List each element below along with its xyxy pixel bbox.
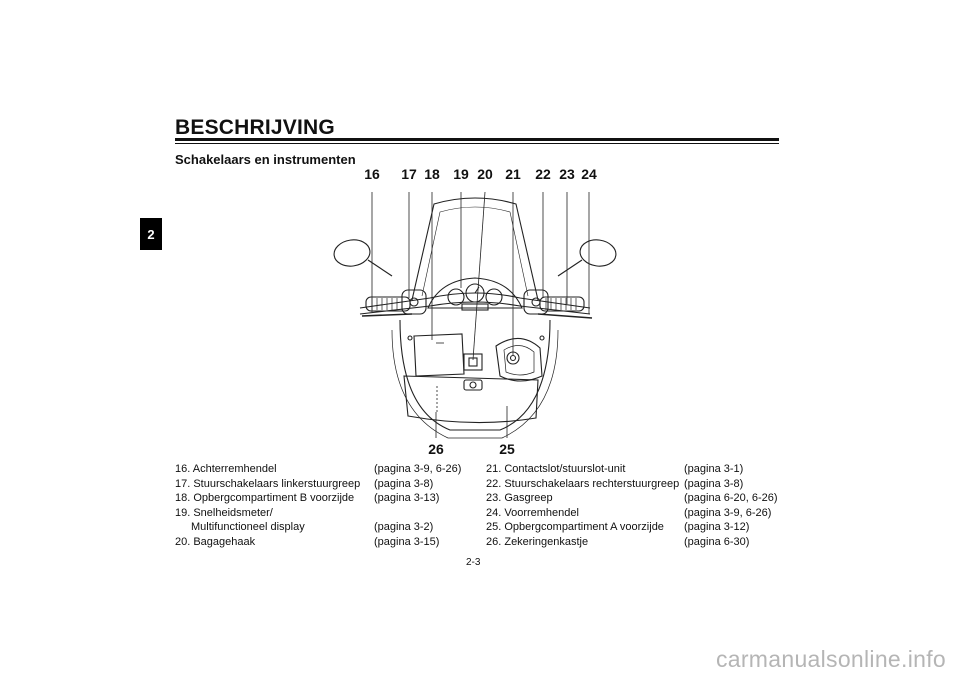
scooter-handlebar-illustration — [333, 191, 617, 439]
page-number: 2-3 — [466, 557, 481, 568]
callout-25: 25 — [499, 441, 515, 457]
legend-page-ref: (pagina 3-13) — [374, 492, 440, 505]
legend-item-22: 22. Stuurschakelaars rechterstuurgreep (p… — [486, 477, 778, 492]
legend-page-ref: (pagina 3-15) — [374, 535, 440, 548]
callout-21: 21 — [505, 166, 521, 182]
legend-label: 16. Achterremhendel — [175, 463, 277, 475]
callout-26: 26 — [428, 441, 444, 457]
legend-page-ref: (pagina 6-20, 6-26) — [684, 492, 778, 505]
legend-label: 23. Gasgreep — [486, 492, 553, 505]
watermark: carmanualsonline.info — [715, 646, 946, 672]
callout-18: 18 — [424, 166, 440, 182]
legend-item-20: 20. Bagagehaak (pagina 3-15) — [175, 535, 461, 550]
legend-page-ref: (pagina 3-9, 6-26) — [684, 506, 772, 519]
legend-page-ref: (pagina 3-12) — [684, 521, 750, 534]
callout-22: 22 — [535, 166, 551, 182]
legend-page-ref: (pagina 3-9, 6-26) — [374, 463, 462, 475]
section-subtitle: Schakelaars en instrumenten — [175, 152, 356, 167]
callout-20: 20 — [477, 166, 493, 182]
legend-page-ref: (pagina 3-1) — [684, 463, 744, 475]
legend-label: Multifunctioneel display — [191, 521, 305, 534]
legend-label: 25. Opbergcompartiment A voorzijde — [486, 521, 664, 534]
legend-label: 24. Voorremhendel — [486, 506, 579, 519]
legend-label: 20. Bagagehaak — [175, 535, 256, 548]
legend-item-26: 26. Zekeringenkastje (pagina 6-30) — [486, 535, 778, 550]
legend-label: 21. Contactslot/stuurslot-unit — [486, 463, 626, 475]
legend-page-ref: (pagina 6-30) — [684, 535, 750, 548]
legend-label: 26. Zekeringenkastje — [486, 535, 589, 548]
legend-item-19: 19. Snelheidsmeter/ — [175, 506, 461, 521]
legend-item-16: 16. Achterremhendel (pagina 3-9, 6-26) — [175, 462, 461, 477]
legend-item-25: 25. Opbergcompartiment A voorzijde (pagin… — [486, 520, 778, 535]
callout-23: 23 — [559, 166, 575, 182]
legend-page-ref: (pagina 3-2) — [374, 521, 434, 534]
header-rule-thin — [175, 143, 779, 144]
legend-item-19-cont: Multifunctioneel display (pagina 3-2) — [175, 520, 461, 535]
legend-left-column: 16. Achterremhendel (pagina 3-9, 6-26) 17… — [175, 462, 461, 550]
legend-label: 18. Opbergcompartiment B voorzijde — [175, 492, 355, 505]
section-title: BESCHRIJVING — [175, 116, 335, 139]
legend-label: 22. Stuurschakelaars rechterstuurgreep — [486, 477, 680, 490]
chapter-tab: 2 — [140, 218, 162, 250]
callout-16: 16 — [364, 166, 380, 182]
legend-item-21: 21. Contactslot/stuurslot-unit (pagina 3-… — [486, 462, 778, 477]
legend-item-23: 23. Gasgreep (pagina 6-20, 6-26) — [486, 491, 778, 506]
callout-24: 24 — [581, 166, 597, 182]
legend-item-18: 18. Opbergcompartiment B voorzijde (pagin… — [175, 491, 461, 506]
callout-17: 17 — [401, 166, 417, 182]
legend-page-ref: (pagina 3-8) — [684, 477, 744, 490]
legend-label: 19. Snelheidsmeter/ — [175, 506, 273, 519]
legend-item-24: 24. Voorremhendel (pagina 3-9, 6-26) — [486, 506, 778, 521]
header-rule-thick — [175, 138, 779, 141]
legend-item-17: 17. Stuurschakelaars linkerstuurgreep (pa… — [175, 477, 461, 492]
legend-right-column: 21. Contactslot/stuurslot-unit (pagina 3-… — [486, 462, 778, 550]
legend-page-ref: (pagina 3-8) — [374, 477, 434, 490]
callout-19: 19 — [453, 166, 469, 182]
legend-label: 17. Stuurschakelaars linkerstuurgreep — [175, 477, 361, 490]
